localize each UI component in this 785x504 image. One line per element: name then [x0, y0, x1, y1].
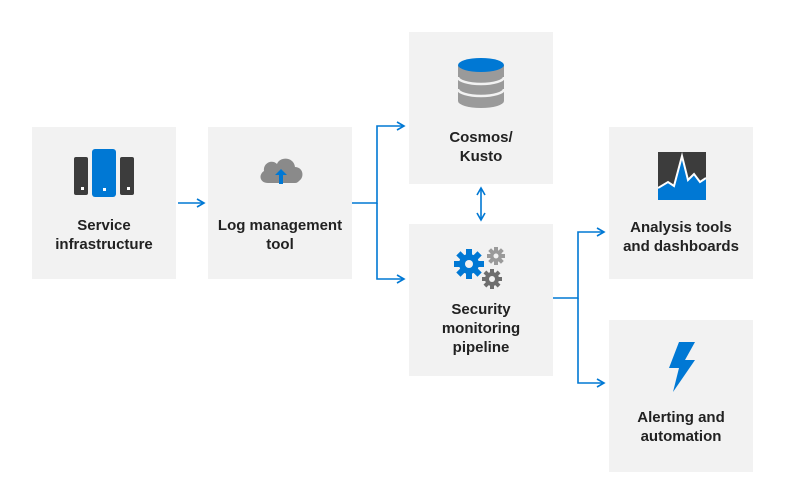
arrow-log-to-pipeline: [376, 203, 406, 284]
arrow-pipeline-to-analysis: [553, 227, 606, 299]
label-line: monitoring: [441, 320, 521, 337]
arrow-log-to-cosmos: [352, 121, 406, 204]
gears-icon: [454, 247, 505, 289]
label-line: Cosmos/: [449, 129, 513, 146]
node-label: Cosmos/ Kusto: [409, 128, 553, 166]
node-label: Analysis tools and dashboards: [609, 218, 753, 256]
label-line: Kusto: [459, 148, 503, 165]
label-line: infrastructure: [55, 236, 153, 253]
arrow-pipeline-to-alerting: [577, 298, 606, 388]
lightning-icon: [669, 342, 695, 392]
node-analysis-tools: Analysis tools and dashboards: [609, 127, 753, 279]
database-icon: [456, 58, 506, 108]
label-line: tool: [266, 236, 294, 253]
label-line: Analysis tools: [630, 219, 732, 236]
node-label: Alerting and automation: [609, 408, 753, 446]
node-label: Log management tool: [208, 216, 352, 254]
label-line: Service: [77, 217, 131, 234]
node-log-management-tool: Log management tool: [208, 127, 352, 279]
label-line: Log management: [217, 217, 343, 234]
label-line: pipeline: [452, 339, 510, 356]
node-alerting-automation: Alerting and automation: [609, 320, 753, 472]
label-line: Security: [451, 301, 511, 318]
node-service-infrastructure: Service infrastructure: [32, 127, 176, 279]
servers-icon: [74, 149, 134, 197]
node-cosmos-kusto: Cosmos/ Kusto: [409, 32, 553, 184]
label-line: automation: [640, 428, 722, 445]
cloud-upload-icon: [260, 158, 303, 184]
node-label: Service infrastructure: [32, 216, 176, 254]
node-label: Security monitoring pipeline: [409, 300, 553, 357]
label-line: Alerting and: [637, 409, 725, 426]
chart-icon: [658, 152, 706, 200]
label-line: and dashboards: [623, 238, 739, 255]
node-security-monitoring-pipeline: Security monitoring pipeline: [409, 224, 553, 376]
